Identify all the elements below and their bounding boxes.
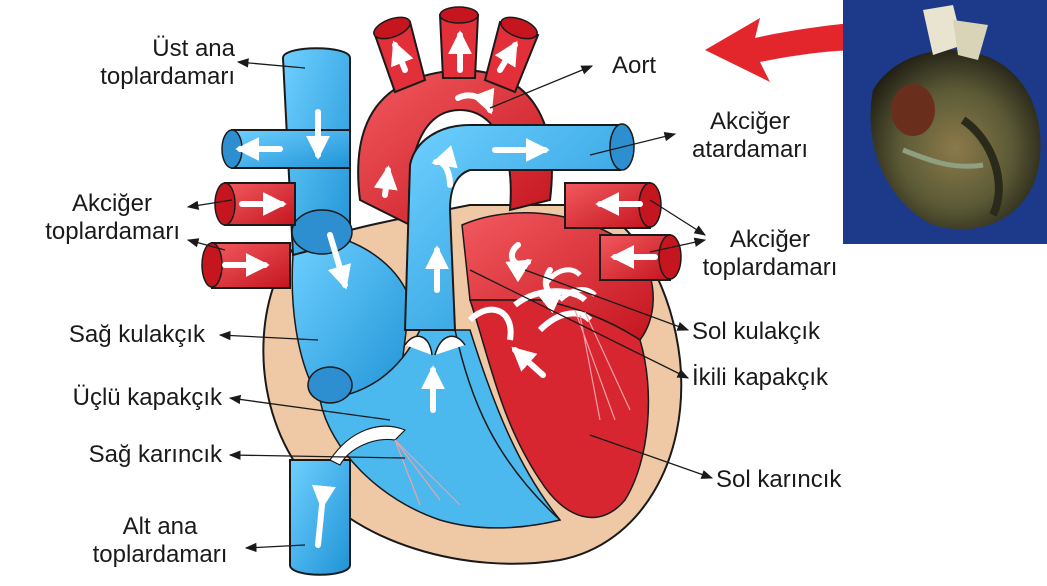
red-arrow-icon: [705, 18, 862, 82]
white-arrow-icon: [318, 505, 322, 545]
label-alt-ana-toplardamari: Alt ana toplardamarı: [70, 513, 250, 569]
label-akciger-toplardamari-right: Akciğer toplardamarı: [680, 226, 860, 282]
coronary-sinus-opening: [308, 367, 352, 403]
label-ust-ana-toplardamari: Üst ana toplardamarı: [30, 35, 235, 91]
pulmonary-vein-right-lower-end: [659, 235, 681, 279]
label-sol-kulakcik: Sol kulakçık: [692, 318, 820, 346]
label-aort: Aort: [612, 52, 656, 80]
label-sag-kulakcik: Sağ kulakçık: [0, 321, 205, 349]
label-akciger-atardamari: Akciğer atardamarı: [660, 108, 840, 164]
label-sol-karincik: Sol karıncık: [716, 466, 841, 494]
aorta-branch-2-top: [440, 7, 478, 23]
label-akciger-toplardamari-left: Akciğer toplardamarı: [0, 190, 180, 246]
label-uclu-kapakcik: Üçlü kapakçık: [0, 384, 222, 412]
label-sag-karincik: Sağ karıncık: [0, 441, 222, 469]
real-heart-photo: [843, 0, 1047, 244]
vena-cava-opening: [292, 210, 352, 254]
pulmonary-vein-left-lower-end: [202, 243, 222, 287]
pulmonary-vein-left-upper-end: [215, 183, 235, 225]
white-arrow-icon: [385, 170, 388, 195]
label-ikili-kapakcik: İkili kapakçık: [692, 364, 828, 392]
